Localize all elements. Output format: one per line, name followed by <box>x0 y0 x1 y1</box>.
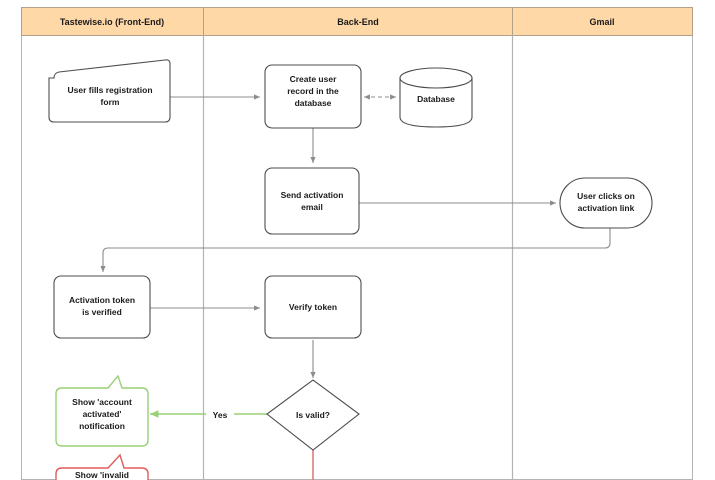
node-send-activation-email[interactable]: Send activation email <box>264 167 360 235</box>
is-valid-label: Is valid? <box>296 410 330 420</box>
send-activation-email-shape <box>264 167 360 235</box>
create-user-record-label-line1: Create user <box>290 74 337 84</box>
show-activated-notification-label-line2: activated' <box>83 409 122 419</box>
show-invalid-notification-label-line1: Show 'invalid <box>75 470 129 480</box>
user-clicks-link-label-line2: activation link <box>578 203 635 213</box>
send-activation-email-label-line1: Send activation <box>281 190 344 200</box>
send-activation-email-label-line2: email <box>301 202 323 212</box>
swimlane-frame: Tastewise.io (Front-End) Back-End Gmail <box>21 7 693 480</box>
activation-token-verified-label-line2: is verified <box>82 307 122 317</box>
show-activated-notification-label-line1: Show 'account <box>72 397 132 407</box>
registration-form-shape <box>48 59 171 123</box>
lane-title-frontend: Tastewise.io (Front-End) <box>60 17 164 27</box>
verify-token-shape <box>264 275 362 339</box>
node-create-user-record[interactable]: Create user record in the database <box>264 64 362 129</box>
node-verify-token[interactable]: Verify token <box>264 275 362 339</box>
database-label: Database <box>417 94 455 104</box>
lane-title-backend: Back-End <box>337 17 379 27</box>
show-activated-notification-shape <box>55 374 149 447</box>
activation-token-verified-label-line1: Activation token <box>69 295 135 305</box>
is-valid-shape <box>266 379 360 451</box>
node-activation-token-verified[interactable]: Activation token is verified <box>53 275 151 339</box>
node-database[interactable]: Database <box>399 67 473 128</box>
node-user-clicks-link[interactable]: User clicks on activation link <box>559 177 653 229</box>
node-show-invalid-notification[interactable]: Show 'invalid <box>55 453 149 480</box>
show-activated-notification-label-line3: notification <box>79 421 125 431</box>
create-user-record-label-line2: record in the <box>287 86 339 96</box>
verify-token-label: Verify token <box>289 302 337 312</box>
lane-header-gmail <box>512 7 693 36</box>
lane-title-gmail: Gmail <box>589 17 614 27</box>
yes-label-bg <box>206 406 234 421</box>
create-user-record-shape <box>264 64 362 129</box>
show-invalid-notification-shape <box>55 453 149 480</box>
registration-form-label-line2: form <box>101 97 120 107</box>
edge-label-yes: Yes <box>206 406 234 421</box>
create-user-record-label-line3: database <box>295 98 332 108</box>
activation-token-verified-shape <box>53 275 151 339</box>
registration-form-label-line1: User fills registration <box>67 85 152 95</box>
lane-header-backend <box>203 7 513 36</box>
lane-header-frontend <box>21 7 204 36</box>
node-show-activated-notification[interactable]: Show 'account activated' notification <box>55 374 149 447</box>
database-body <box>399 77 473 128</box>
edge-user-clicks-to-activation-token <box>100 228 611 272</box>
user-clicks-link-label-line1: User clicks on <box>577 191 635 201</box>
user-clicks-link-shape <box>559 177 653 229</box>
node-registration-form[interactable]: User fills registration form <box>48 59 171 123</box>
yes-label-text: Yes <box>213 410 228 420</box>
node-is-valid[interactable]: Is valid? <box>266 379 360 451</box>
database-top-ellipse <box>399 67 473 89</box>
